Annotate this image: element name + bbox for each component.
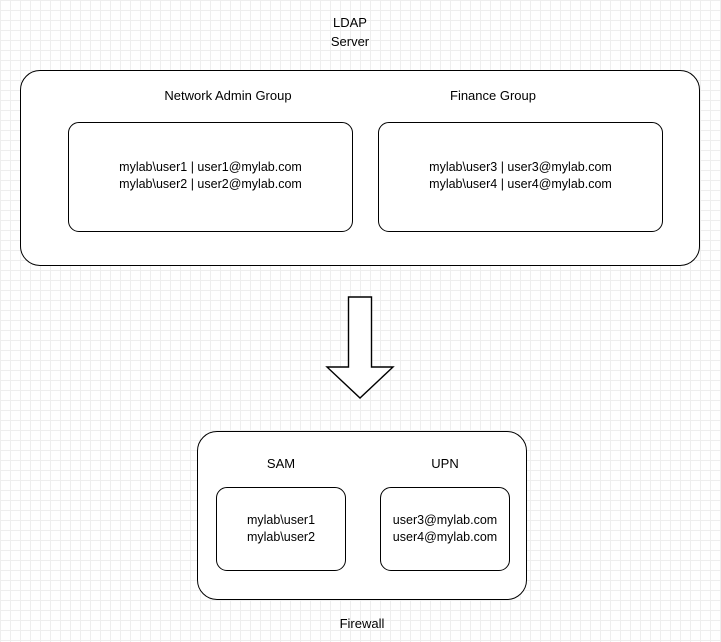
group-label-finance: Finance Group	[450, 88, 536, 103]
group-members-network-admin: mylab\user1 | user1@mylab.com mylab\user…	[119, 160, 302, 191]
down-arrow-icon	[325, 296, 395, 399]
group-box-finance[interactable]	[378, 122, 663, 232]
ldap-server-title-line-2: Server	[330, 34, 370, 49]
firewall-values-upn: user3@mylab.com user4@mylab.com	[392, 513, 498, 544]
firewall-values-sam: mylab\user1 mylab\user2	[246, 513, 316, 544]
group-label-network-admin: Network Admin Group	[164, 88, 292, 103]
group-members-finance: mylab\user3 | user3@mylab.com mylab\user…	[429, 160, 612, 191]
group-box-network-admin[interactable]	[68, 122, 353, 232]
column-label-upn: UPN	[431, 456, 459, 471]
firewall-box-upn[interactable]	[380, 487, 510, 571]
firewall-box-sam[interactable]	[216, 487, 346, 571]
ldap-server-title: LDAP Server	[290, 13, 410, 51]
ldap-server-title-line-1: LDAP	[333, 15, 367, 30]
column-label-sam: SAM	[266, 456, 296, 471]
firewall-label: Firewall	[339, 616, 385, 631]
